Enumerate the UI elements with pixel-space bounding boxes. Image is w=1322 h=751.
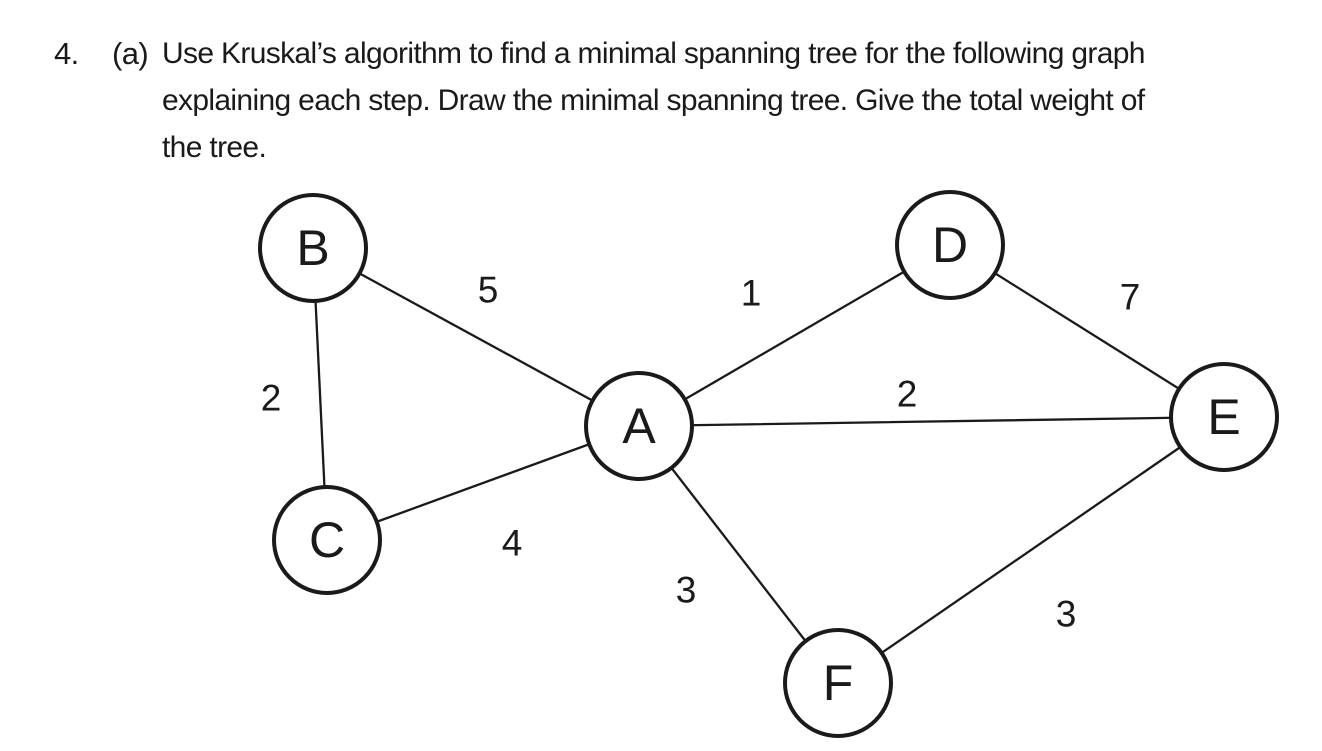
question-part-label: (a) — [112, 36, 149, 71]
node-label-F: F — [823, 655, 854, 711]
node-circle-E — [1169, 362, 1279, 472]
edge-A-E — [637, 415, 1226, 428]
edge-weight-D-E: 7 — [1120, 277, 1141, 318]
edge-A-D — [637, 243, 952, 428]
edge-weight-F-E: 3 — [1056, 594, 1077, 635]
node-label-A: A — [622, 398, 656, 454]
question-text-line: Use Kruskal’s algorithm to find a minima… — [162, 37, 1146, 70]
edge-B-A — [311, 246, 641, 428]
edge-weight-A-E: 2 — [897, 374, 918, 415]
node-circle-F — [783, 628, 893, 738]
edge-weight-C-A: 4 — [502, 523, 523, 564]
node-label-E: E — [1207, 389, 1240, 445]
edge-weight-A-D: 1 — [741, 273, 762, 314]
edge-weight-B-C: 2 — [261, 378, 282, 419]
node-circle-B — [258, 193, 368, 303]
node-label-C: C — [309, 512, 345, 568]
node-circle-A — [584, 371, 694, 481]
question-text-line: the tree. — [162, 131, 267, 164]
question-text-line: explaining each step. Draw the minimal s… — [162, 84, 1145, 117]
edge-C-A — [325, 424, 641, 542]
node-label-D: D — [932, 217, 968, 273]
node-circle-C — [272, 485, 382, 595]
edge-F-E — [836, 415, 1226, 685]
edge-weight-B-A: 5 — [478, 270, 499, 311]
node-label-B: B — [296, 220, 329, 276]
node-circle-D — [895, 190, 1005, 300]
question-number: 4. — [54, 36, 79, 71]
edge-weight-A-F: 3 — [676, 570, 697, 611]
